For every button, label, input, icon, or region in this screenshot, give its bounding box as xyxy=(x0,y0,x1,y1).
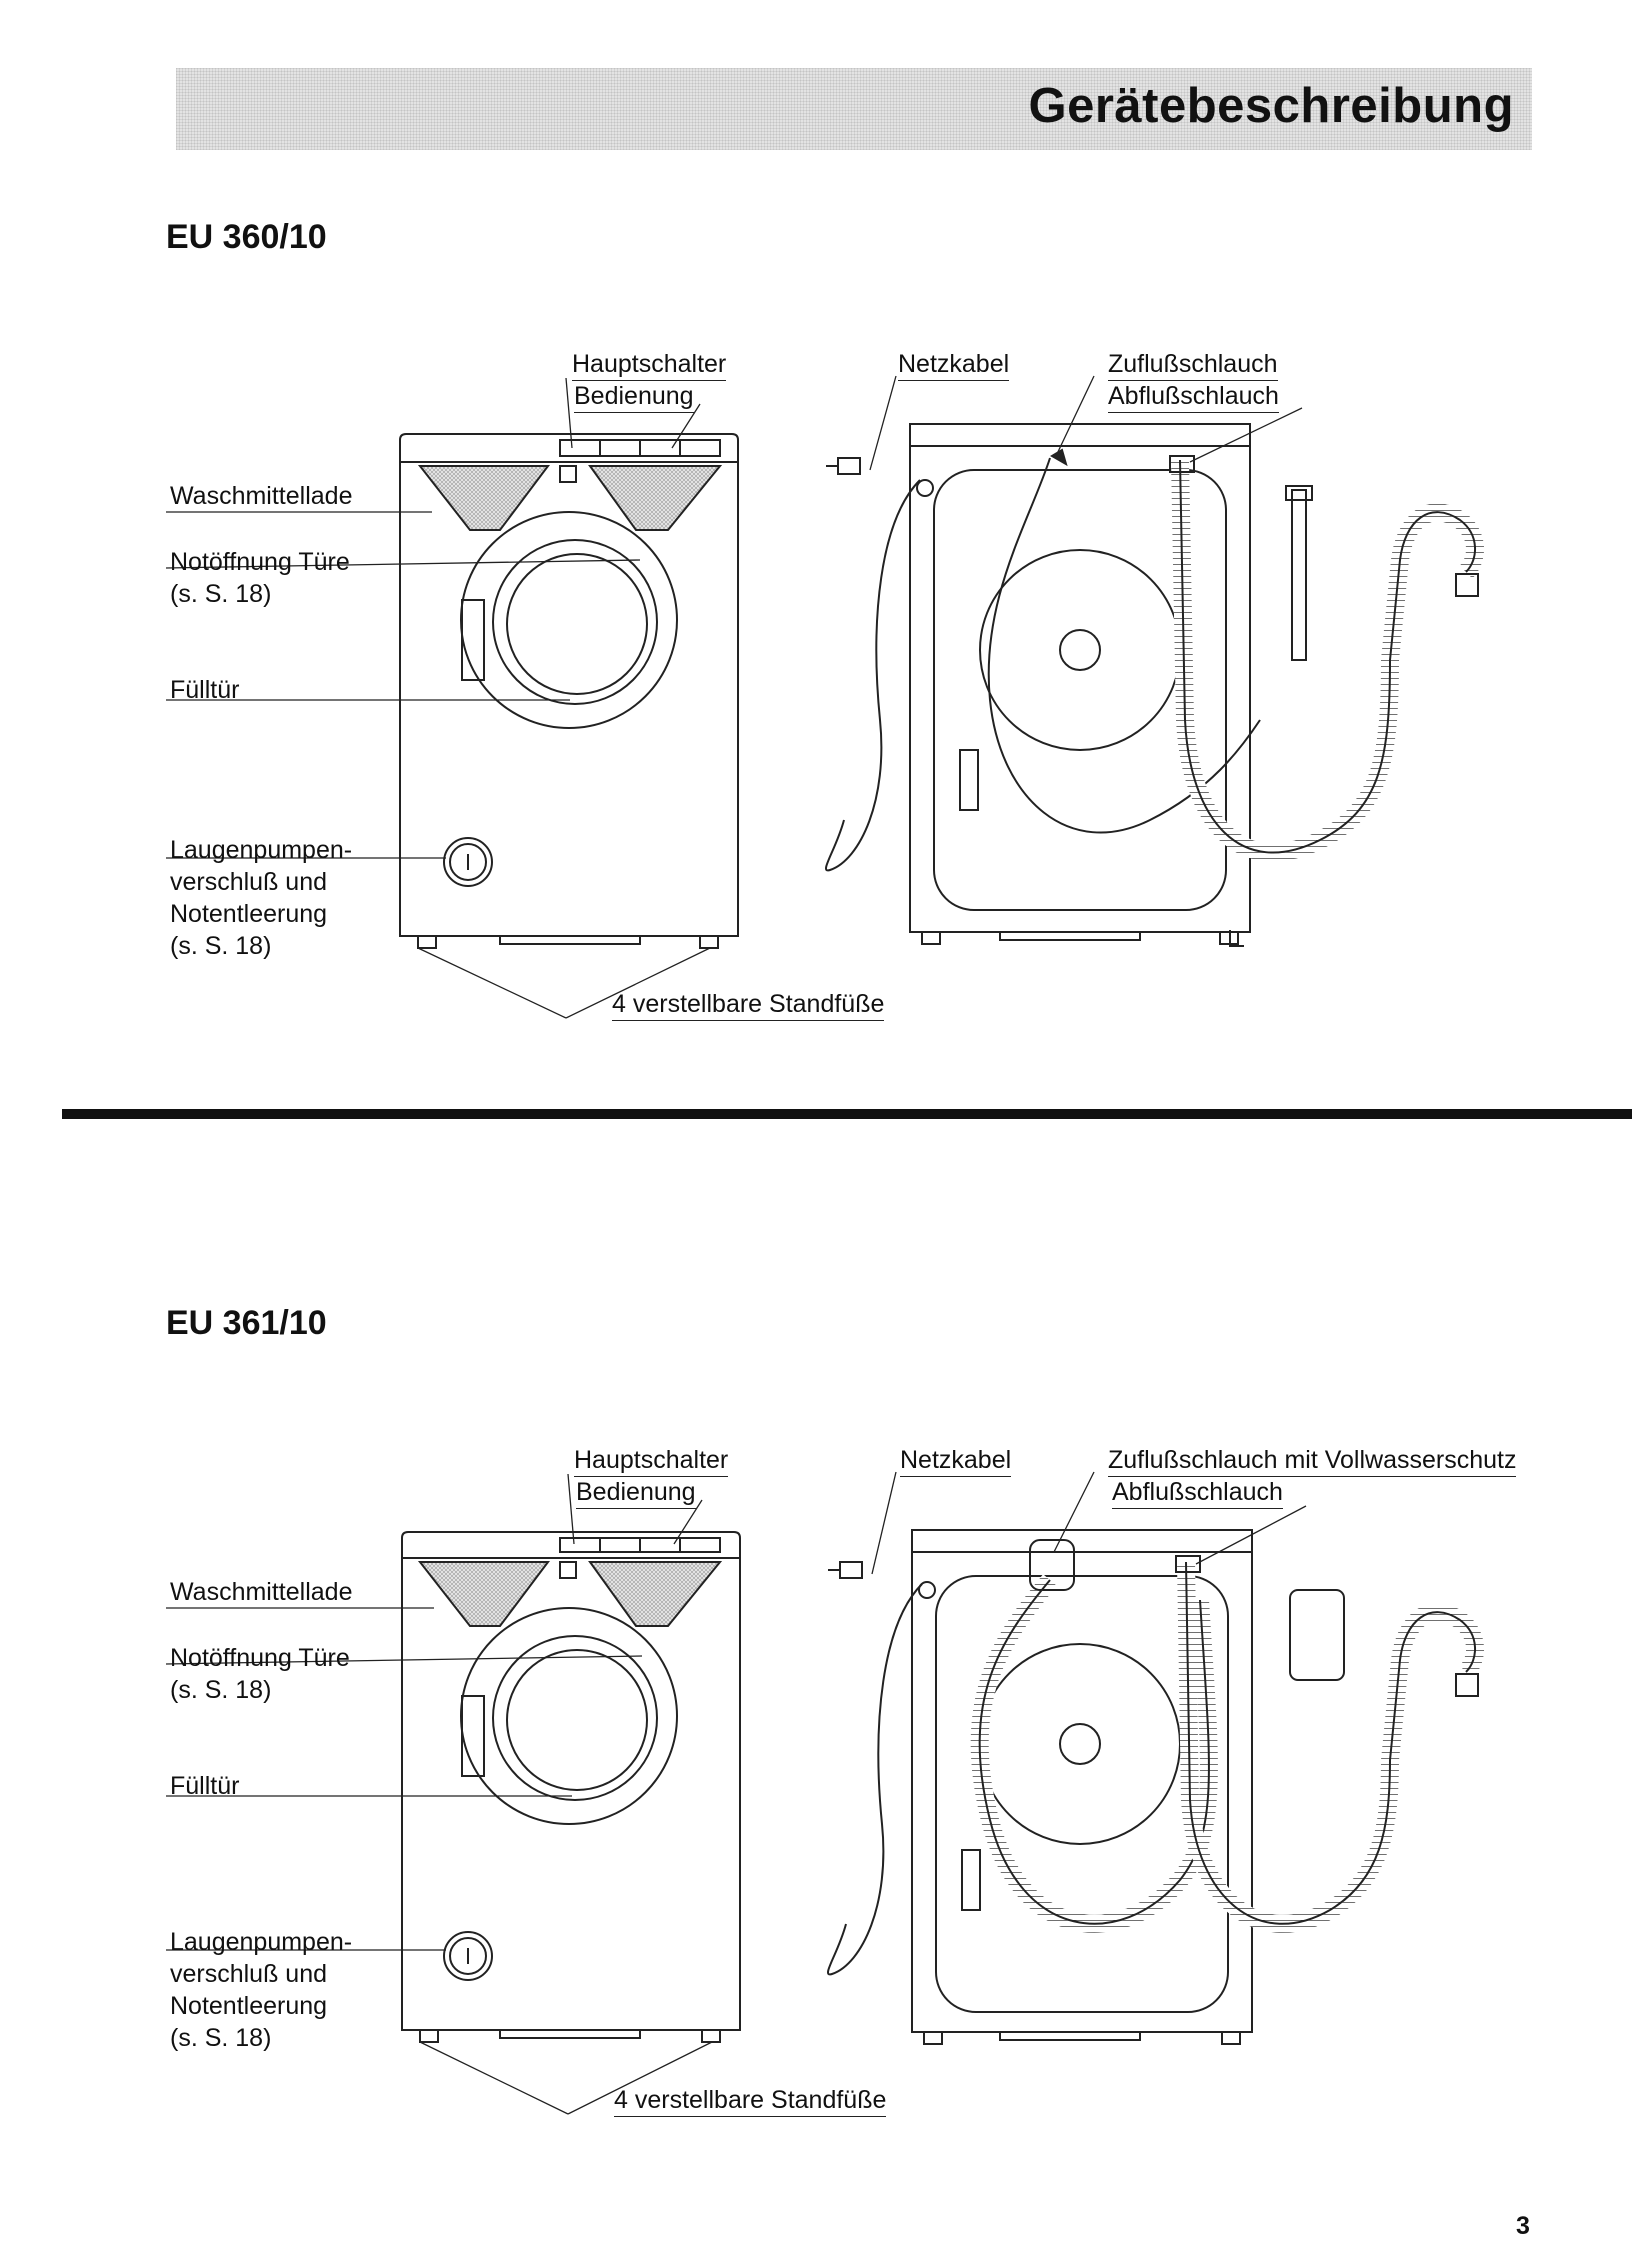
label-power-cable-2: Netzkabel xyxy=(900,1444,1012,1477)
label-emergency-door-ref-1: (s. S. 18) xyxy=(170,580,272,608)
label-pump-line3-2: Notentleerung xyxy=(170,1992,328,2020)
header-band xyxy=(176,68,1532,150)
label-pump-ref-2: (s. S. 18) xyxy=(170,2024,272,2052)
label-inlet-hose-1: Zuflußschlauch xyxy=(1108,348,1278,381)
label-fill-door-2: Fülltür xyxy=(170,1772,240,1800)
page-title: Gerätebeschreibung xyxy=(1028,79,1514,133)
model-title-1: EU 360/10 xyxy=(166,218,327,256)
rear-view-2 xyxy=(827,1529,1485,2045)
label-pump-line1-2: Laugenpumpen- xyxy=(170,1928,353,1956)
label-drain-hose-1: Abflußschlauch xyxy=(1108,380,1279,413)
leaders-1 xyxy=(165,375,1303,1019)
label-detergent-drawer-1: Waschmittellade xyxy=(170,482,353,510)
label-main-switch-1: Hauptschalter xyxy=(572,348,727,381)
label-emergency-door-ref-2: (s. S. 18) xyxy=(170,1676,272,1704)
label-controls-2: Bedienung xyxy=(576,1476,696,1509)
label-feet-2: 4 verstellbare Standfüße xyxy=(614,2084,887,2117)
label-controls-1: Bedienung xyxy=(574,380,694,413)
label-drain-hose-2: Abflußschlauch xyxy=(1112,1476,1283,1509)
label-emergency-door-1: Notöffnung Türe xyxy=(170,548,350,576)
label-inlet-hose-2: Zuflußschlauch mit Vollwasserschutz xyxy=(1108,1444,1517,1477)
label-feet-1: 4 verstellbare Standfüße xyxy=(612,988,885,1021)
label-fill-door-1: Fülltür xyxy=(170,676,240,704)
model-title-2: EU 361/10 xyxy=(166,1304,327,1342)
rear-view-1 xyxy=(825,423,1485,947)
front-view-1 xyxy=(399,433,739,949)
label-emergency-door-2: Notöffnung Türe xyxy=(170,1644,350,1672)
page-number: 3 xyxy=(1516,2212,1530,2240)
label-pump-line1-1: Laugenpumpen- xyxy=(170,836,353,864)
label-power-cable-1: Netzkabel xyxy=(898,348,1010,381)
label-pump-line2-2: verschluß und xyxy=(170,1960,328,1988)
section-divider xyxy=(62,1109,1632,1119)
label-pump-line3-1: Notentleerung xyxy=(170,900,328,928)
front-view-2 xyxy=(401,1531,741,2043)
label-main-switch-2: Hauptschalter xyxy=(574,1444,729,1477)
leaders-2 xyxy=(165,1471,1307,2115)
label-detergent-drawer-2: Waschmittellade xyxy=(170,1578,353,1606)
label-pump-line2-1: verschluß und xyxy=(170,868,328,896)
label-pump-ref-1: (s. S. 18) xyxy=(170,932,272,960)
